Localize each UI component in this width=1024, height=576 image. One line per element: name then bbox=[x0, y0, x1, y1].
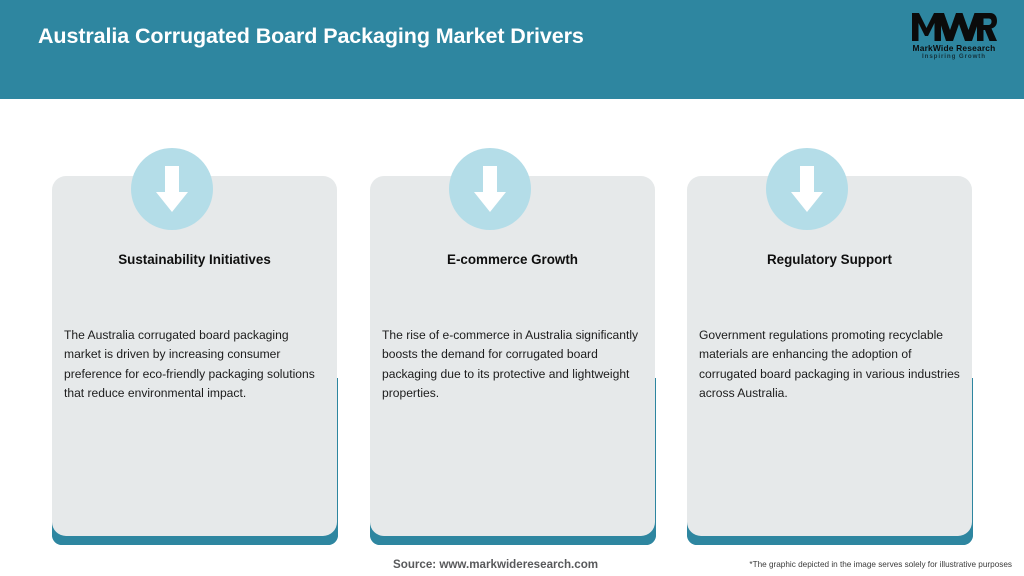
page-title: Australia Corrugated Board Packaging Mar… bbox=[38, 24, 584, 48]
driver-card[interactable]: Regulatory Support Government regulation… bbox=[687, 176, 972, 536]
driver-card-body: The Australia corrugated board packaging… bbox=[64, 328, 315, 401]
source-label: Source: www.markwideresearch.com bbox=[393, 558, 599, 571]
arrow-down-icon bbox=[474, 166, 506, 212]
driver-card-title: E-commerce Growth bbox=[447, 252, 578, 267]
driver-card-body: The rise of e-commerce in Australia sign… bbox=[382, 328, 639, 401]
arrow-down-badge bbox=[449, 148, 531, 230]
driver-card[interactable]: Sustainability Initiatives The Australia… bbox=[52, 176, 337, 536]
logo-company-name: MarkWide Research bbox=[912, 43, 996, 53]
arrow-down-icon bbox=[791, 166, 823, 212]
driver-card-title: Regulatory Support bbox=[767, 252, 892, 267]
arrow-down-badge bbox=[766, 148, 848, 230]
driver-card[interactable]: E-commerce Growth The rise of e-commerce… bbox=[370, 176, 655, 536]
driver-card-title: Sustainability Initiatives bbox=[118, 252, 271, 267]
driver-card-body: Government regulations promoting recycla… bbox=[699, 328, 960, 401]
brand-logo: MarkWide Research Inspiring Growth bbox=[902, 11, 1006, 67]
driver-card-group: E-commerce Growth The rise of e-commerce… bbox=[338, 0, 678, 576]
driver-card-group: Sustainability Initiatives The Australia… bbox=[20, 0, 360, 576]
driver-card-group: Regulatory Support Government regulation… bbox=[655, 0, 995, 576]
logo-tagline: Inspiring Growth bbox=[922, 53, 986, 60]
mwr-monogram-icon bbox=[912, 13, 997, 41]
header-bar bbox=[0, 0, 1024, 99]
arrow-down-badge bbox=[131, 148, 213, 230]
disclaimer-label: *The graphic depicted in the image serve… bbox=[749, 560, 1012, 569]
arrow-down-icon bbox=[156, 166, 188, 212]
